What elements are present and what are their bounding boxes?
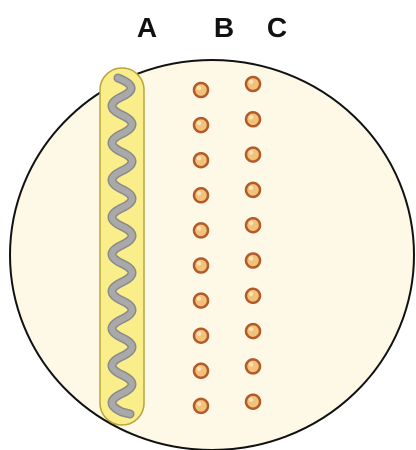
column-c-colony-dot-highlight-1 [249, 80, 253, 84]
column-c-colony-dot-1 [246, 77, 260, 91]
column-c-colony-dot-highlight-5 [249, 221, 253, 225]
column-c-colony-dot-highlight-8 [249, 327, 253, 331]
column-b-colony-dot-8 [194, 329, 208, 343]
column-b-colony-dot-4 [194, 188, 208, 202]
column-b-colony-dot-10 [194, 399, 208, 413]
column-c-colony-dot-7 [246, 289, 260, 303]
column-b-colony-dot-highlight-3 [197, 156, 201, 160]
column-b-colony-dot-1 [194, 83, 208, 97]
column-b-label: B [214, 12, 234, 44]
column-c-colony-dot-9 [246, 359, 260, 373]
column-b-colony-dot-highlight-8 [197, 332, 201, 336]
column-c-colony-dot-5 [246, 218, 260, 232]
column-c-colony-dot-highlight-3 [249, 150, 253, 154]
column-c-colony-dot-2 [246, 112, 260, 126]
column-b-colony-dot-9 [194, 364, 208, 378]
column-b-colony-dot-3 [194, 153, 208, 167]
column-b-colony-dot-7 [194, 294, 208, 308]
column-c-colony-dot-highlight-7 [249, 292, 253, 296]
column-b-colony-dot-6 [194, 259, 208, 273]
column-c-colony-dot-6 [246, 254, 260, 268]
column-c-colony-dot-highlight-2 [249, 115, 253, 119]
column-b-colony-dot-highlight-1 [197, 86, 201, 90]
column-c-colony-dot-highlight-6 [249, 256, 253, 260]
column-b-colony-dot-highlight-10 [197, 402, 201, 406]
column-b-colony-dot-highlight-9 [197, 367, 201, 371]
column-c-colony-dot-10 [246, 395, 260, 409]
column-c-colony-dot-8 [246, 324, 260, 338]
column-b-colony-dot-2 [194, 118, 208, 132]
column-b-colony-dot-highlight-5 [197, 226, 201, 230]
column-c-colony-dot-3 [246, 148, 260, 162]
column-c-colony-dot-highlight-10 [249, 398, 253, 402]
column-b-colony-dot-highlight-6 [197, 261, 201, 265]
column-c-colony-dot-highlight-9 [249, 362, 253, 366]
column-b-colony-dot-highlight-7 [197, 296, 201, 300]
column-b-colony-dot-highlight-4 [197, 191, 201, 195]
column-c-colony-dot-4 [246, 183, 260, 197]
column-b-colony-dot-highlight-2 [197, 121, 201, 125]
column-c-label: C [267, 12, 287, 44]
column-c-colony-dot-highlight-4 [249, 186, 253, 190]
column-b-colony-dot-5 [194, 223, 208, 237]
column-a-label: A [137, 12, 157, 44]
petri-dish-plate [10, 60, 414, 450]
